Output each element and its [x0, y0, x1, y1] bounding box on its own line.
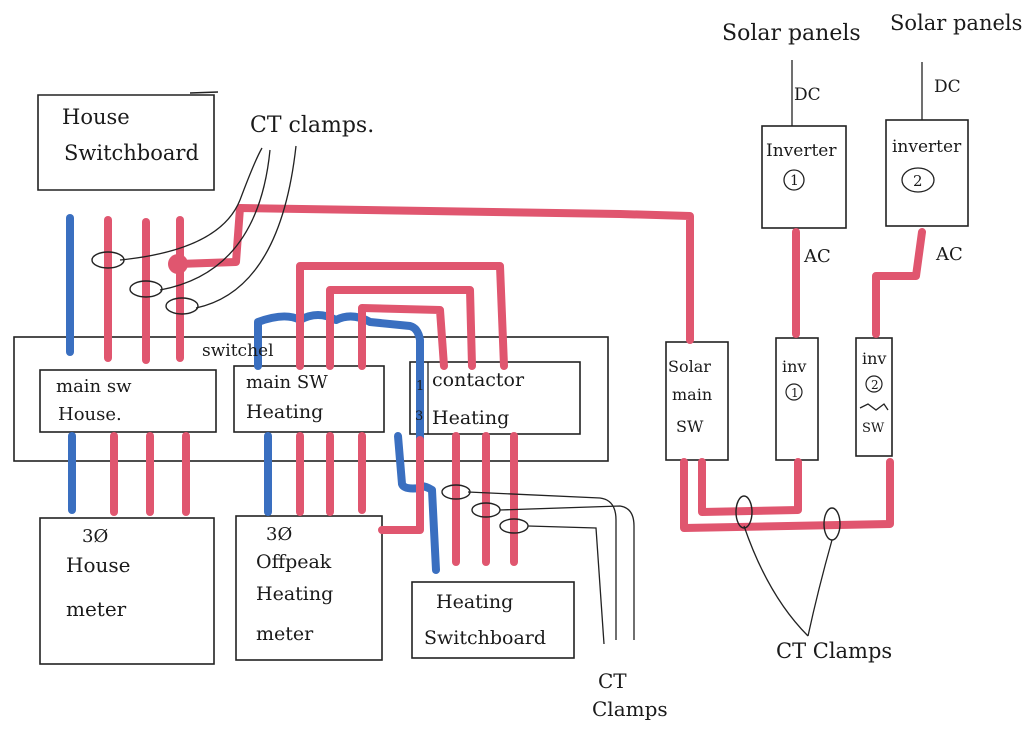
inv-sw-1-num-circle	[785, 383, 803, 401]
active-wire-solar-bus-1	[680, 458, 894, 532]
ct-clamps-bottom-label-1: CT	[598, 669, 627, 693]
switchboard-title-label: switchel	[202, 341, 274, 361]
inv-sw-2-num-circle	[865, 375, 883, 393]
heating-meter-label-4: meter	[256, 623, 314, 645]
inverter-2-num-circle	[901, 167, 935, 193]
dc-label-2: DC	[934, 77, 961, 97]
active-wires	[104, 204, 926, 566]
inverter-2-box	[885, 119, 969, 227]
heating-meter-label-2: Offpeak	[256, 551, 332, 573]
ct-clamp-solar-2	[823, 507, 841, 541]
contactor-label-1: contactor	[432, 369, 525, 391]
solar-main-sw-box	[665, 341, 729, 461]
ct-clamps-top-label: CT clamps.	[250, 113, 374, 138]
house-meter-label-2: House	[66, 553, 130, 577]
inv-2-sw-box	[855, 337, 893, 457]
ct-clamps	[91, 251, 841, 541]
active-wire-heating-to-contactor-3	[358, 304, 448, 370]
ct-lead-bottom-1	[467, 491, 617, 640]
house-meter-label-3: meter	[66, 597, 127, 621]
house-switchboard-label-2: Switchboard	[64, 141, 199, 165]
house-switchboard-box	[37, 91, 219, 191]
ct-lead-top-2	[159, 149, 271, 291]
ct-clamp-house-3	[165, 297, 199, 315]
inv-sw-1-num-label: 1	[791, 386, 799, 400]
heating-switchboard-label-1: Heating	[436, 591, 513, 613]
active-wire-solar-feed	[174, 204, 694, 344]
switchboard-enclosure	[13, 336, 609, 462]
heating-meter-label-3: Heating	[256, 583, 333, 605]
inv-sw-2-label: inv	[862, 349, 886, 368]
house-meter-box	[39, 517, 215, 665]
active-wire-heating-to-contactor-1	[296, 262, 508, 370]
main-sw-heating-label-2: Heating	[246, 401, 323, 423]
ct-clamp-solar-1	[735, 495, 753, 529]
labels: House Switchboard CT clamps. switchel ma…	[56, 11, 1022, 721]
inverter-1-num-circle	[783, 169, 805, 191]
ac-label-2: AC	[935, 244, 963, 265]
ct-clamp-heating-2	[471, 502, 501, 518]
heating-meter-label-1: 3Ø	[266, 524, 292, 545]
solar-panels-label-2: Solar panels	[890, 11, 1022, 35]
inverter-1-label: Inverter	[766, 141, 837, 161]
ct-lead-top-3	[195, 145, 297, 309]
main-sw-heating-box	[233, 365, 385, 433]
contactor-label-2: Heating	[432, 407, 509, 429]
inv-sw-2-sw-label: SW	[862, 421, 885, 436]
ct-clamps-bottom-label-2: Clamps	[592, 697, 668, 721]
solar-main-sw-label-3: SW	[676, 417, 704, 436]
house-meter-label-1: 3Ø	[82, 526, 108, 547]
inverter-2-label: inverter	[892, 137, 962, 157]
main-sw-house-box	[39, 369, 217, 433]
ct-clamp-heating-1	[441, 484, 471, 500]
ct-clamps-right-label: CT Clamps	[776, 639, 892, 663]
ct-lead-top-1	[119, 147, 263, 261]
active-wire-inverter-2-ac	[872, 228, 926, 338]
main-sw-house-label-2: House.	[58, 404, 122, 425]
contactor-box	[409, 361, 581, 435]
ct-clamp-heating-3	[499, 518, 529, 534]
active-wire-solar-bus-2	[698, 458, 802, 516]
dc-label-1: DC	[794, 85, 821, 105]
phase-3-label: 3	[415, 409, 423, 424]
inverter-1-box	[761, 125, 847, 229]
active-wire-heating-to-contactor-2	[326, 286, 476, 370]
ct-lead-right-1	[743, 525, 809, 637]
heating-switchboard-box	[411, 581, 575, 659]
main-sw-heating-label-1: main SW	[246, 372, 328, 393]
solar-main-sw-label-1: Solar	[668, 357, 711, 376]
phase-1-label: 1	[416, 379, 424, 394]
house-switchboard-label-1: House	[62, 105, 130, 129]
inverter-1-num-label: 1	[790, 173, 799, 189]
ct-clamp-house-2	[129, 280, 163, 298]
inverter-2-num-label: 2	[913, 172, 923, 190]
ac-label-1: AC	[803, 246, 831, 267]
active-wire-contactor-control	[378, 436, 424, 534]
main-sw-house-label-1: main sw	[56, 376, 132, 397]
solar-panels-label-1: Solar panels	[722, 21, 861, 46]
ct-lead-bottom-3	[527, 525, 605, 645]
ct-clamp-house-1	[91, 251, 125, 269]
thin-lines	[119, 60, 923, 645]
inv-sw-2-num-label: 2	[871, 378, 879, 392]
inv-sw-1-label: inv	[782, 357, 806, 376]
heating-switchboard-label-2: Switchboard	[424, 627, 546, 649]
solar-main-sw-label-2: main	[672, 385, 712, 404]
heating-meter-box	[235, 515, 383, 661]
scribble-mark	[859, 403, 889, 411]
ct-lead-bottom-2	[499, 505, 635, 640]
ct-lead-right-2	[807, 539, 833, 637]
